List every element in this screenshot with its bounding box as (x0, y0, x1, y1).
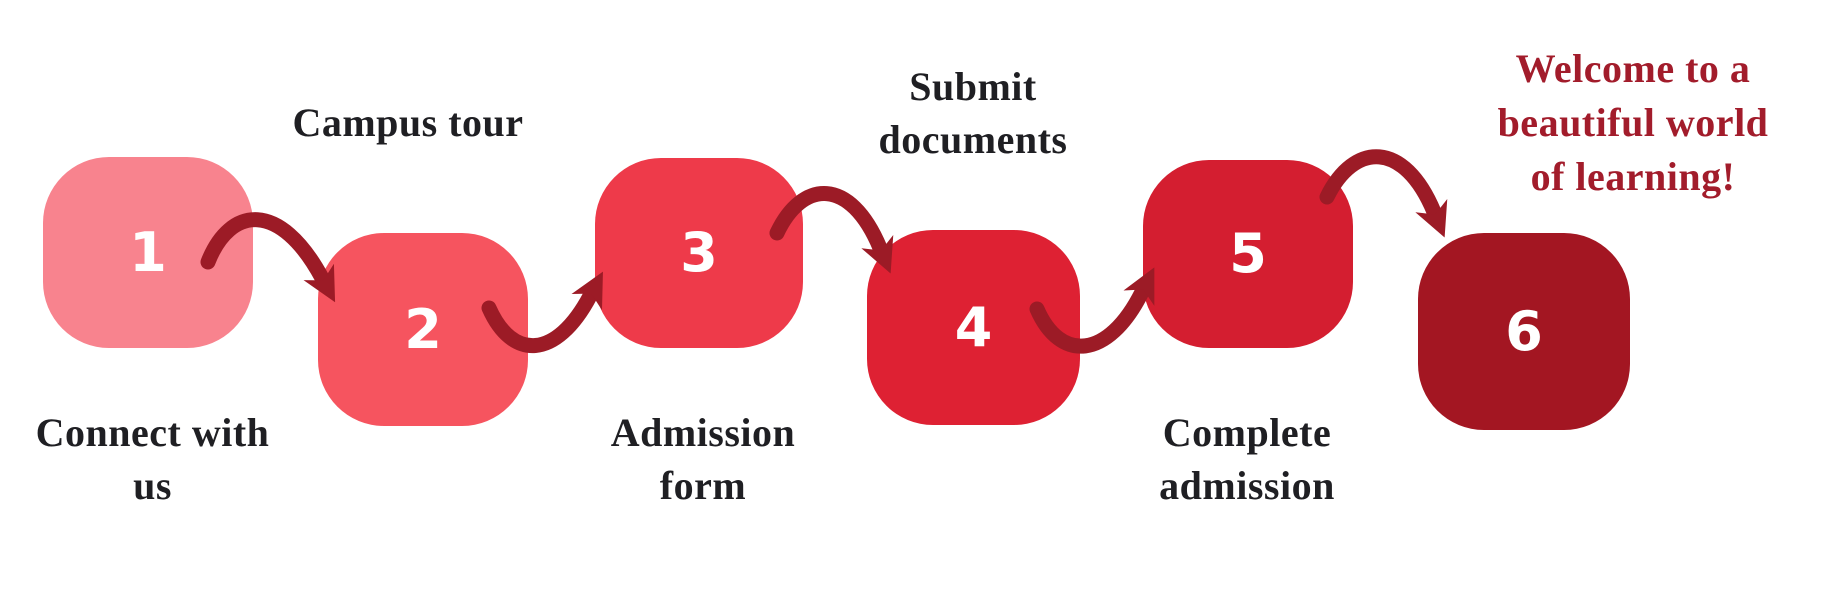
step-square-6: 6 (1418, 233, 1630, 430)
step-number-4: 4 (954, 295, 993, 359)
step-number-6: 6 (1505, 299, 1543, 363)
step-square-1: 1 (43, 157, 253, 348)
step-label-line: Admission (610, 410, 796, 455)
welcome-message-line: of learning! (1530, 154, 1736, 199)
step-number-2: 2 (404, 297, 442, 361)
step-label-line: Campus tour (292, 100, 524, 145)
step-label-line: form (659, 463, 747, 508)
step-square-2: 2 (318, 233, 528, 426)
welcome-message-line: beautiful world (1497, 100, 1769, 145)
step-label-submit-documents: Submit documents (823, 60, 1123, 166)
step-number-1: 1 (129, 220, 167, 284)
step-square-5: 5 (1143, 160, 1353, 348)
step-label-admission-form: Admission form (553, 406, 853, 512)
step-number-5: 5 (1229, 222, 1267, 285)
welcome-message: Welcome to a beautiful world of learning… (1447, 42, 1819, 204)
step-label-line: Complete (1162, 410, 1332, 455)
step-label-line: Connect with (35, 410, 270, 455)
step-label-line: documents (878, 117, 1068, 162)
step-square-3: 3 (595, 158, 803, 348)
step-label-campus-tour: Campus tour (258, 96, 558, 149)
step-label-complete-admission: Complete admission (1097, 406, 1397, 512)
welcome-message-line: Welcome to a (1515, 46, 1751, 91)
step-label-line: admission (1159, 463, 1335, 508)
step-label-connect-with-us: Connect with us (5, 406, 300, 512)
step-label-line: us (133, 463, 172, 508)
step-number-3: 3 (680, 221, 718, 284)
step-square-4: 4 (867, 230, 1080, 425)
step-label-line: Submit (909, 64, 1037, 109)
